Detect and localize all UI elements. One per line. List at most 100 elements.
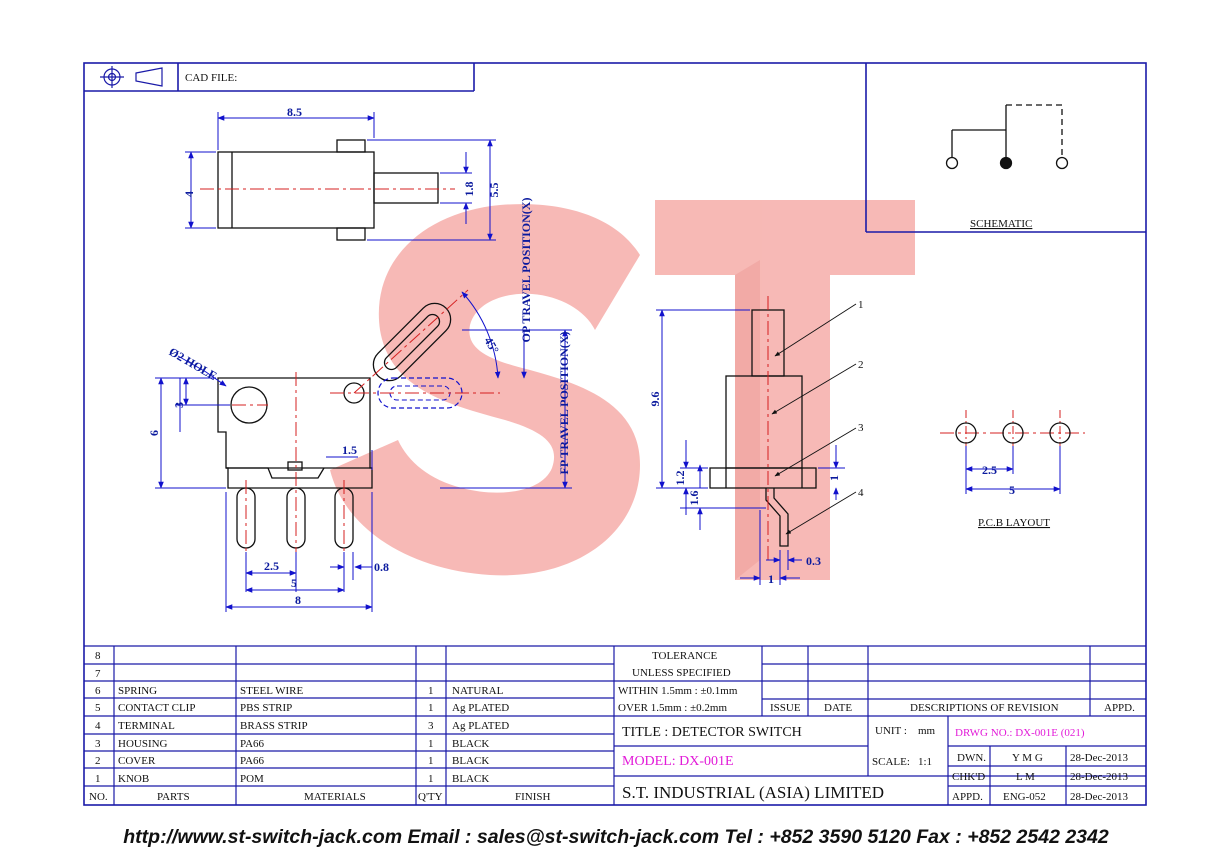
op-travel-label: OP TRAVEL POSITION(X): [519, 198, 533, 343]
projection-symbol-icon: [100, 66, 163, 88]
front-hole-label: Ø2 HOLE: [167, 344, 220, 383]
cad-file-label: CAD FILE:: [185, 72, 237, 84]
front-angle: 45°: [481, 335, 502, 357]
side-dim-0-3: 0.3: [806, 554, 821, 568]
tolerance-subtitle: UNLESS SPECIFIED: [632, 667, 731, 679]
unit-label: UNIT :: [875, 725, 907, 737]
svg-text:6: 6: [95, 685, 101, 697]
svg-text:1: 1: [428, 702, 434, 714]
svg-text:PARTS: PARTS: [157, 791, 190, 803]
approved-label: APPD.: [952, 791, 983, 803]
svg-text:MATERIALS: MATERIALS: [304, 791, 366, 803]
table-row: 2 COVER PA66 1 BLACK: [95, 755, 489, 767]
svg-text:BLACK: BLACK: [452, 738, 489, 750]
svg-text:8: 8: [95, 650, 101, 662]
svg-text:BLACK: BLACK: [452, 773, 489, 785]
svg-text:TERMINAL: TERMINAL: [118, 720, 175, 732]
pcb-dim-total: 5: [1009, 483, 1015, 497]
svg-text:7: 7: [95, 668, 101, 680]
side-dim-1-bottom: 1: [768, 572, 774, 586]
approved-date: 28-Dec-2013: [1070, 791, 1129, 803]
svg-text:BLACK: BLACK: [452, 755, 489, 767]
top-dim-actuator: 1.8: [462, 182, 476, 197]
svg-text:NATURAL: NATURAL: [452, 685, 504, 697]
company-name: S.T. INDUSTRIAL (ASIA) LIMITED: [622, 783, 884, 802]
model-number: MODEL: DX-001E: [622, 754, 734, 769]
svg-text:1: 1: [95, 773, 101, 785]
svg-text:5: 5: [95, 702, 101, 714]
revision-appd-header: APPD.: [1104, 702, 1135, 714]
svg-text:KNOB: KNOB: [118, 773, 149, 785]
front-dim-two-pitch: 5: [291, 576, 297, 590]
approved-by: ENG-052: [1003, 791, 1046, 803]
svg-text:HOUSING: HOUSING: [118, 738, 168, 750]
scale-label: SCALE:: [872, 756, 910, 768]
checked-by: L M: [1016, 771, 1035, 783]
svg-text:1: 1: [428, 773, 434, 785]
side-dim-1-right: 1: [827, 475, 841, 481]
table-row: 1 KNOB POM 1 BLACK: [95, 773, 489, 785]
svg-text:PA66: PA66: [240, 738, 265, 750]
svg-text:3: 3: [95, 738, 101, 750]
checked-date: 28-Dec-2013: [1070, 771, 1129, 783]
table-row: 5 CONTACT CLIP PBS STRIP 1 Ag PLATED: [95, 702, 509, 714]
svg-text:CONTACT CLIP: CONTACT CLIP: [118, 702, 195, 714]
pcb-layout: 2.5 5: [940, 410, 1085, 497]
drawn-by: Y M G: [1012, 752, 1043, 764]
pcb-layout-label: P.C.B LAYOUT: [978, 517, 1050, 529]
side-dim-height: 9.6: [648, 392, 662, 407]
side-dim-1-6: 1.6: [687, 491, 701, 506]
watermark-st-logo: [330, 200, 915, 580]
svg-text:PBS STRIP: PBS STRIP: [240, 702, 292, 714]
contact-footer: http://www.st-switch-jack.com Email : sa…: [123, 826, 1109, 848]
tolerance-over: OVER 1.5mm : ±0.2mm: [618, 702, 727, 714]
fp-travel-label: FP TRAVEL POSITION(X): [557, 332, 571, 475]
callout-1: 1: [858, 299, 864, 311]
svg-text:STEEL WIRE: STEEL WIRE: [240, 685, 304, 697]
tolerance-within: WITHIN 1.5mm : ±0.1mm: [618, 685, 738, 697]
callout-2: 2: [858, 359, 864, 371]
revision-issue-header: ISSUE: [770, 702, 801, 714]
revision-description-header: DESCRIPTIONS OF REVISION: [910, 702, 1059, 714]
title-block-grid: [84, 645, 1146, 805]
front-dim-pitch: 2.5: [264, 559, 279, 573]
table-row: 4 TERMINAL BRASS STRIP 3 Ag PLATED: [95, 720, 509, 732]
scale-value: 1:1: [918, 756, 932, 768]
table-row: 6 SPRING STEEL WIRE 1 NATURAL: [95, 685, 504, 697]
callout-4: 4: [858, 487, 864, 499]
unit-value: mm: [918, 725, 936, 737]
table-row: 3 HOUSING PA66 1 BLACK: [95, 738, 489, 750]
svg-text:PA66: PA66: [240, 755, 265, 767]
top-dim-total: 5.5: [487, 183, 501, 198]
sheet-frame: [83, 62, 1147, 806]
front-dim-hole-y: 3: [172, 402, 186, 408]
drawn-date: 28-Dec-2013: [1070, 752, 1129, 764]
schematic-label: SCHEMATIC: [970, 218, 1032, 230]
svg-text:NO.: NO.: [89, 791, 108, 803]
table-row: 7: [95, 668, 101, 680]
svg-text:1: 1: [428, 755, 434, 767]
drawing-number: DRWG NO.: DX-001E (021): [955, 727, 1085, 739]
table-row: 8: [95, 650, 101, 662]
front-dim-height: 6: [147, 430, 161, 436]
svg-text:Q'TY: Q'TY: [418, 791, 443, 803]
svg-text:BRASS STRIP: BRASS STRIP: [240, 720, 308, 732]
svg-text:2: 2: [95, 755, 101, 767]
top-dim-height: 4: [182, 191, 196, 197]
pcb-dim-pitch: 2.5: [982, 463, 997, 477]
front-dim-clip: 1.5: [342, 443, 357, 457]
svg-text:POM: POM: [240, 773, 264, 785]
front-dim-width: 8: [295, 593, 301, 607]
callout-3: 3: [858, 422, 864, 434]
bom-header-row: NO. PARTS MATERIALS Q'TY FINISH: [89, 791, 551, 803]
drawing-title: TITLE : DETECTOR SWITCH: [622, 725, 802, 740]
drawn-label: DWN.: [957, 752, 986, 764]
svg-text:SPRING: SPRING: [118, 685, 157, 697]
side-view: 9.6 1.2 1.6 1 0.3 1 1 2 3 4: [648, 296, 864, 586]
svg-text:3: 3: [428, 720, 434, 732]
tolerance-title: TOLERANCE: [652, 650, 717, 662]
schematic-symbol: [945, 104, 1069, 170]
revision-date-header: DATE: [824, 702, 852, 714]
svg-text:Ag PLATED: Ag PLATED: [452, 702, 509, 714]
